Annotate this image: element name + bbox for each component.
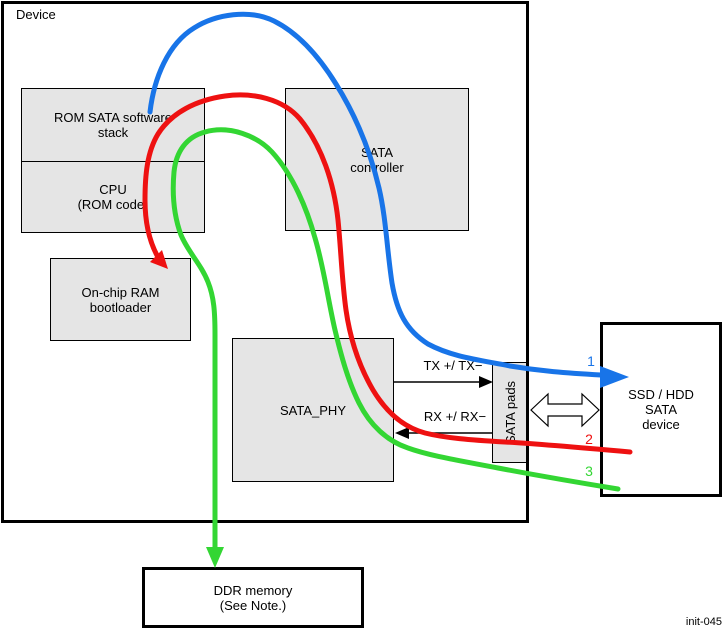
tx-signal-label: TX +/ TX− (423, 358, 483, 373)
rom-stack-label-line2: stack (97, 125, 129, 140)
onchip-ram-label-line2: bootloader (89, 299, 152, 315)
flow-1-number: 1 (587, 353, 595, 369)
pads-ssd-double-arrow-icon (530, 392, 600, 428)
device-label: Device (16, 7, 56, 22)
flow-3-arrowhead-icon (206, 547, 224, 568)
cpu-label-line1: CPU (99, 182, 127, 197)
ssd-hdd-sata-device-box: SSD / HDD SATA device (600, 322, 722, 497)
ddr-memory-box: DDR memory (See Note.) (142, 567, 364, 628)
ssd-label-line3: device (642, 417, 680, 432)
flow-2-number: 2 (585, 431, 593, 447)
ddr-label-line1: DDR memory (213, 582, 293, 598)
ssd-label-line2: SATA (644, 402, 678, 417)
cpu-label-line2: (ROM code) (77, 197, 149, 212)
ssd-label-line1: SSD / HDD (628, 387, 694, 402)
ddr-label-line2: (See Note.) (219, 597, 287, 613)
flow-3-number: 3 (585, 463, 593, 479)
figure-id-label: init-045 (685, 616, 722, 628)
onchip-ram-label-line1: On-chip RAM (81, 284, 160, 300)
device-boundary-box (1, 1, 529, 523)
rx-signal-label: RX +/ RX− (423, 409, 487, 424)
